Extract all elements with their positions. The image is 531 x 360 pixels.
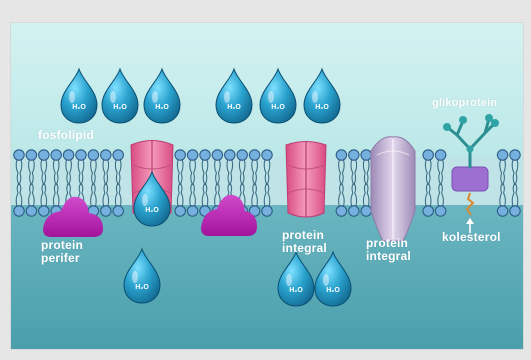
glycoprotein-label: glikoprotein bbox=[432, 97, 497, 109]
integral-protein-a-label-line2: integral bbox=[282, 242, 327, 255]
water-drop-label: H₂O bbox=[155, 104, 169, 111]
water-drop-label: H₂O bbox=[135, 284, 149, 291]
membrane-svg: H₂O H₂O H₂O H₂O H₂O H₂O H₂O H₂O H₂O H₂O bbox=[11, 23, 523, 349]
peripheral-protein-label-line2: perifer bbox=[41, 252, 83, 265]
water-drop-label: H₂O bbox=[289, 287, 303, 294]
phospholipid-label: fosfolipid bbox=[38, 129, 94, 142]
cholesterol-label: kolesterol bbox=[442, 231, 501, 244]
water-drop-label: H₂O bbox=[271, 104, 285, 111]
water-drop-label: H₂O bbox=[326, 287, 340, 294]
integral-protein-a-label: protein integral bbox=[282, 229, 327, 255]
water-drop-label: H₂O bbox=[145, 207, 159, 214]
water-drop-label: H₂O bbox=[227, 104, 241, 111]
integral-protein-b-label: protein integral bbox=[366, 237, 411, 263]
peripheral-protein-label: protein perifer bbox=[41, 239, 83, 265]
integral-protein-b-label-line2: integral bbox=[366, 250, 411, 263]
cell-membrane-diagram: H₂O H₂O H₂O H₂O H₂O H₂O H₂O H₂O H₂O H₂O fosfolipi… bbox=[10, 22, 524, 350]
channel-protein-middle bbox=[286, 141, 326, 217]
water-drop-label: H₂O bbox=[315, 104, 329, 111]
water-drop-label: H₂O bbox=[113, 104, 127, 111]
water-drop-label: H₂O bbox=[72, 104, 86, 111]
integral-protein-tower bbox=[371, 137, 415, 241]
membrane-core bbox=[11, 157, 523, 205]
